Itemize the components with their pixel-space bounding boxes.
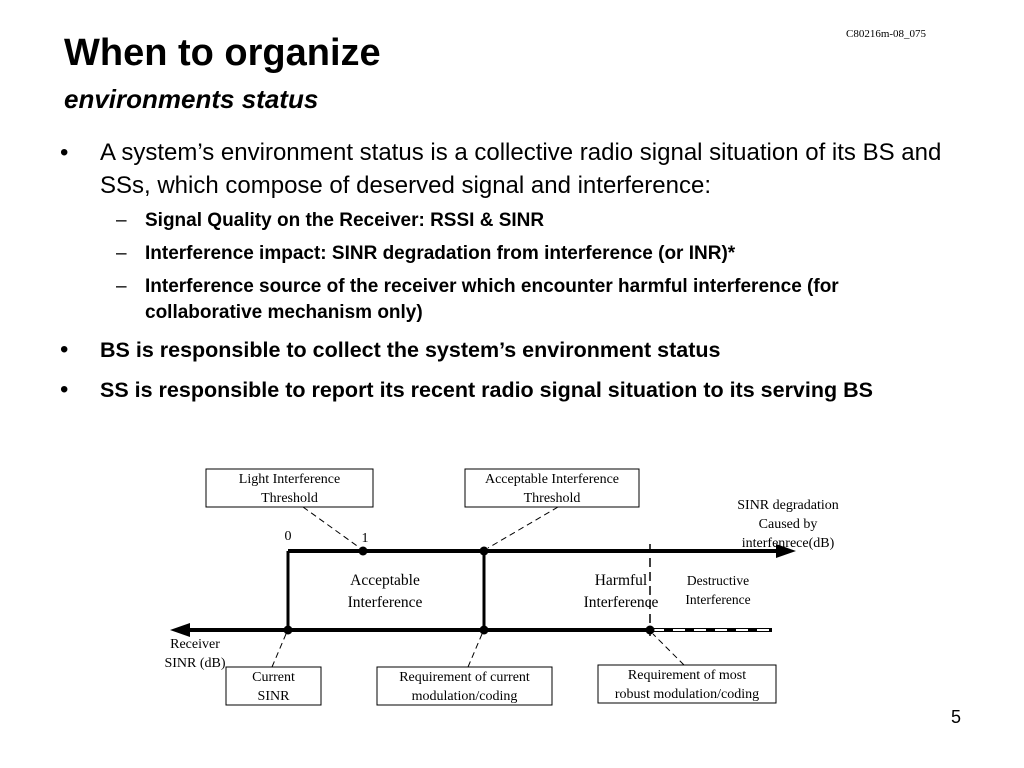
page-number: 5 [951,707,962,727]
sub-bullet-text: Interference source of the receiver whic… [145,276,839,323]
label-receiver-sinr-2: SINR (dB) [164,656,225,671]
label-current-sinr-2: SINR [258,689,291,704]
tick-label-zero: 0 [285,529,292,544]
sub-bullet-item: – Interference source of the receiver wh… [100,274,960,326]
bullet-marker: • [60,376,69,403]
point-current-sinr [283,625,293,635]
document-id: C80216m-08_075 [846,28,927,40]
point-req-robust [645,625,655,635]
sub-bullet-marker: – [116,243,127,264]
bullet-list: • A system’s environment status is a col… [60,136,960,407]
label-sinr-degradation-1: SINR degradation [737,498,838,513]
bullet-item: • SS is responsible to report its recent… [60,373,960,407]
box-light-threshold [205,468,374,508]
region-acceptable-2: Interference [348,594,423,611]
arrow-left-icon [170,623,190,637]
box-req-current [376,666,553,706]
region-acceptable-1: Acceptable [350,572,420,589]
bullet-text: A system’s environment status is a colle… [100,139,942,199]
label-req-robust-2: robust modulation/coding [615,687,759,702]
slide-title: When to organize [64,32,381,74]
point-light-threshold [358,546,368,556]
sub-bullet-list: – Signal Quality on the Receiver: RSSI &… [100,208,960,326]
label-light-threshold-1: Light Interference [239,472,340,487]
bullet-marker: • [60,336,69,363]
bullet-text: SS is responsible to report its recent r… [100,378,873,402]
point-req-current [479,625,489,635]
region-destructive-2: Interference [685,592,750,607]
label-acceptable-threshold-2: Threshold [524,491,581,506]
label-receiver-sinr-1: Receiver [170,637,220,652]
label-req-current-2: modulation/coding [412,689,518,704]
arrow-right-icon [776,544,796,558]
label-acceptable-threshold-1: Acceptable Interference [485,472,619,487]
label-req-robust-1: Requirement of most [628,668,746,683]
label-light-threshold-2: Threshold [261,491,318,506]
box-req-robust [597,664,777,704]
region-destructive-1: Destructive [687,573,749,588]
bullet-text: BS is responsible to collect the system’… [100,338,721,362]
label-sinr-degradation-2: Caused by [759,517,818,532]
label-req-current-1: Requirement of current [399,670,530,685]
sub-bullet-marker: – [116,210,127,231]
sub-bullet-text: Interference impact: SINR degradation fr… [145,243,736,264]
box-acceptable-threshold [464,468,640,508]
label-current-sinr-1: Current [252,670,295,685]
sub-bullet-text: Signal Quality on the Receiver: RSSI & S… [145,210,545,231]
bullet-item: • BS is responsible to collect the syste… [60,333,960,367]
point-acceptable-threshold [479,546,489,556]
sub-bullet-item: – Signal Quality on the Receiver: RSSI &… [100,208,960,234]
slide-subtitle: environments status [64,84,319,114]
region-harmful-1: Harmful [595,572,648,589]
sub-bullet-item: – Interference impact: SINR degradation … [100,241,960,267]
box-current-sinr [225,666,322,706]
leader-lines [271,506,685,668]
region-harmful-2: Interference [584,594,659,611]
interference-diagram: Light Interference Threshold Acceptable … [164,468,839,706]
bullet-marker: • [60,139,69,166]
tick-label-one: 1 [362,531,369,546]
bullet-item: • A system’s environment status is a col… [60,136,960,326]
label-sinr-degradation-3: interfenrece(dB) [742,536,835,551]
sub-bullet-marker: – [116,276,127,297]
